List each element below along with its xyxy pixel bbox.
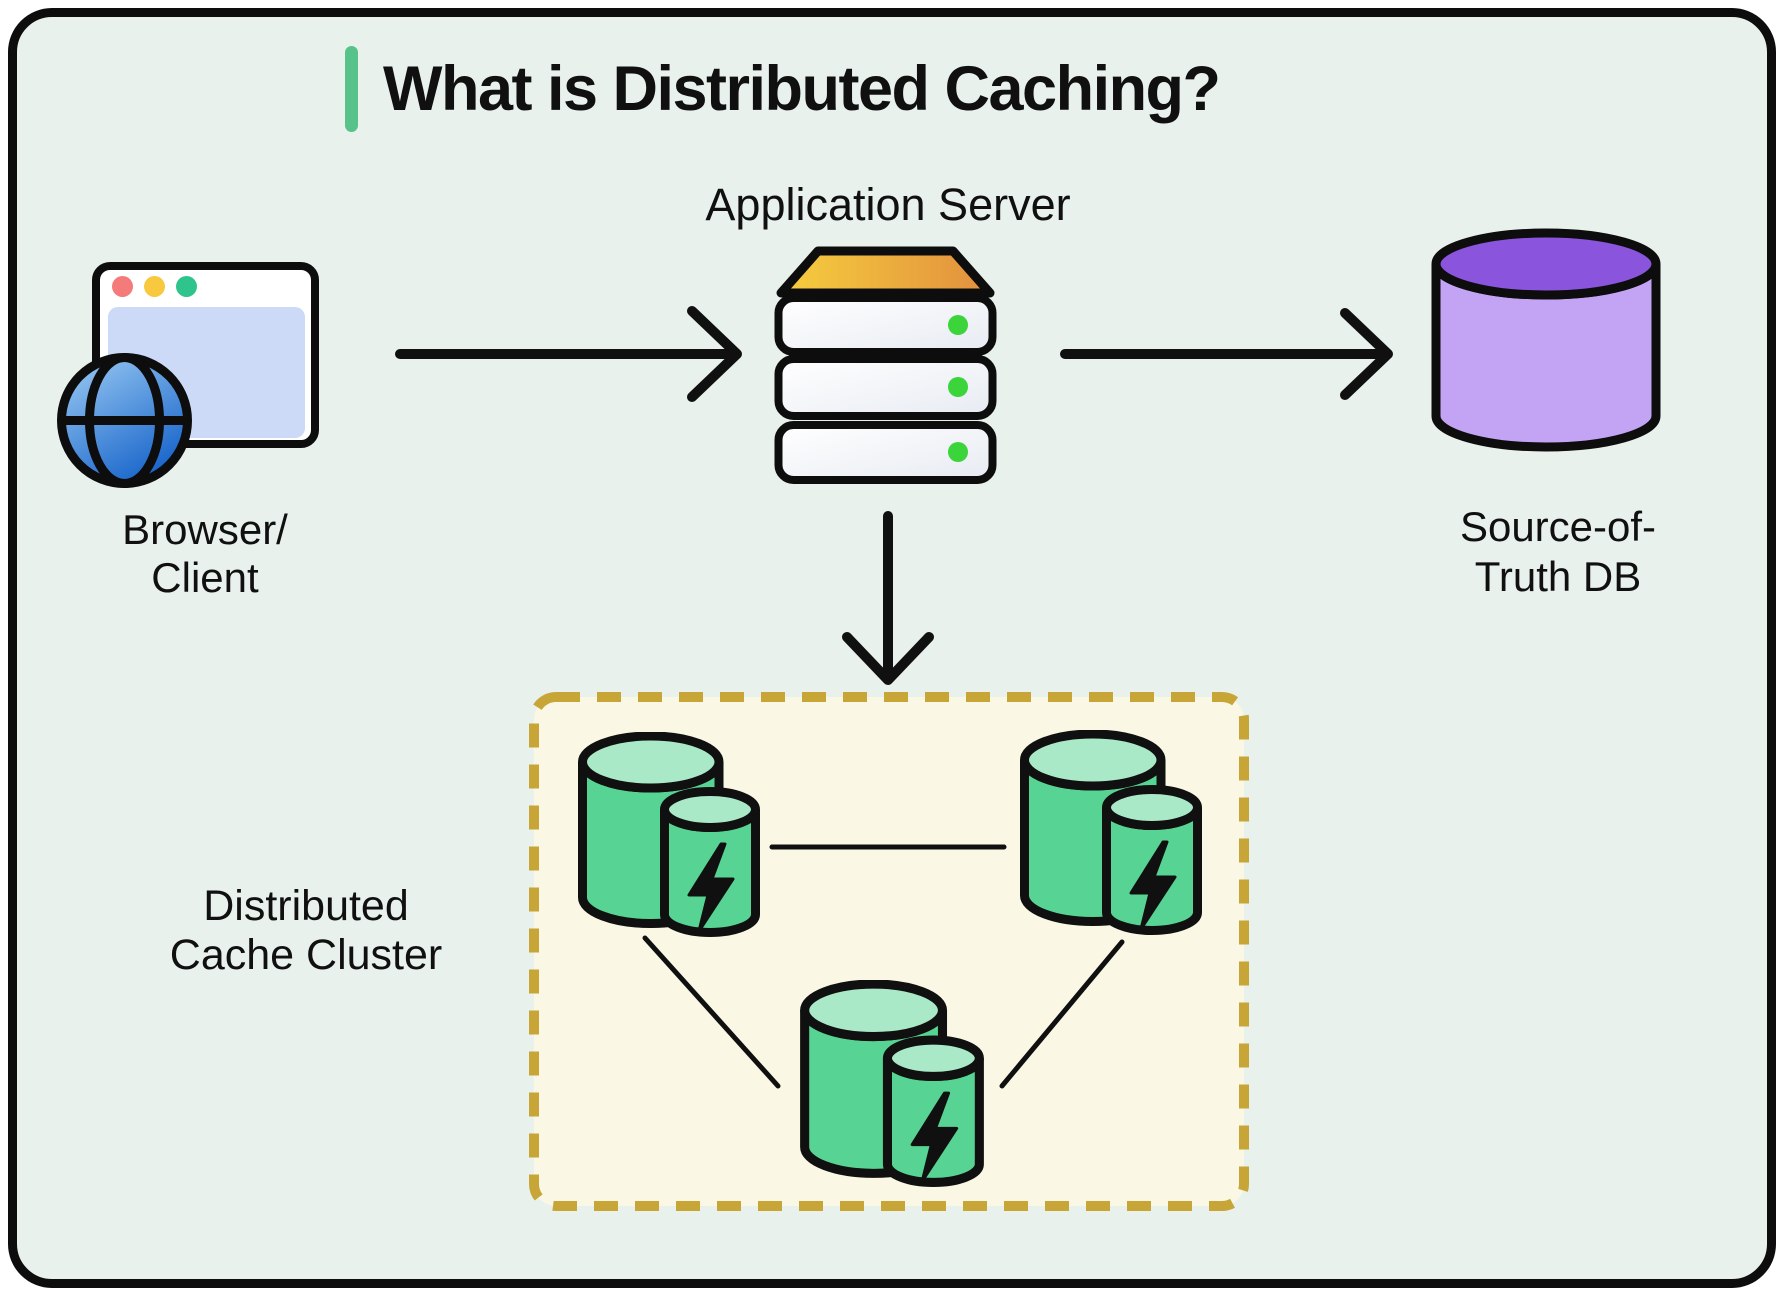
server-top-cap (776, 246, 995, 298)
cluster-link-left (642, 935, 781, 1089)
server-status-led (948, 442, 968, 462)
cache-cluster-label: Distributed Cache Cluster (106, 882, 506, 980)
cache-cluster-label-line1: Distributed (203, 882, 409, 930)
title-accent-bar (345, 46, 358, 132)
server-status-led (948, 315, 968, 335)
server-status-led (948, 377, 968, 397)
browser-client-label: Browser/ Client (55, 506, 355, 602)
arrow-browser-to-server-icon (395, 306, 742, 402)
app-server-label: Application Server (705, 179, 1071, 230)
arrow-server-to-cache-icon (842, 511, 934, 685)
database-top (1431, 228, 1661, 300)
cache-node-3 (797, 980, 987, 1187)
traffic-dot-green-icon (176, 276, 197, 297)
cluster-link-right (999, 939, 1125, 1089)
source-db-label: Source-of- Truth DB (1358, 502, 1758, 602)
traffic-dot-red-icon (112, 276, 133, 297)
page-title: What is Distributed Caching? (383, 54, 1221, 124)
traffic-dot-yellow-icon (144, 276, 165, 297)
cache-cluster-label-line2: Cache Cluster (169, 931, 443, 979)
source-db-label-line2: Truth DB (1474, 553, 1642, 600)
cache-node-1 (578, 732, 760, 937)
source-db-label-line1: Source-of- (1459, 503, 1657, 550)
database-cylinder-icon (1431, 228, 1661, 452)
globe-icon (57, 353, 192, 488)
browser-label-line2: Client (151, 554, 259, 601)
server-stack-icon (774, 246, 997, 484)
cache-node-2 (1020, 730, 1202, 935)
arrow-server-to-db-icon (1060, 308, 1393, 400)
browser-label-line1: Browser/ (122, 506, 288, 553)
